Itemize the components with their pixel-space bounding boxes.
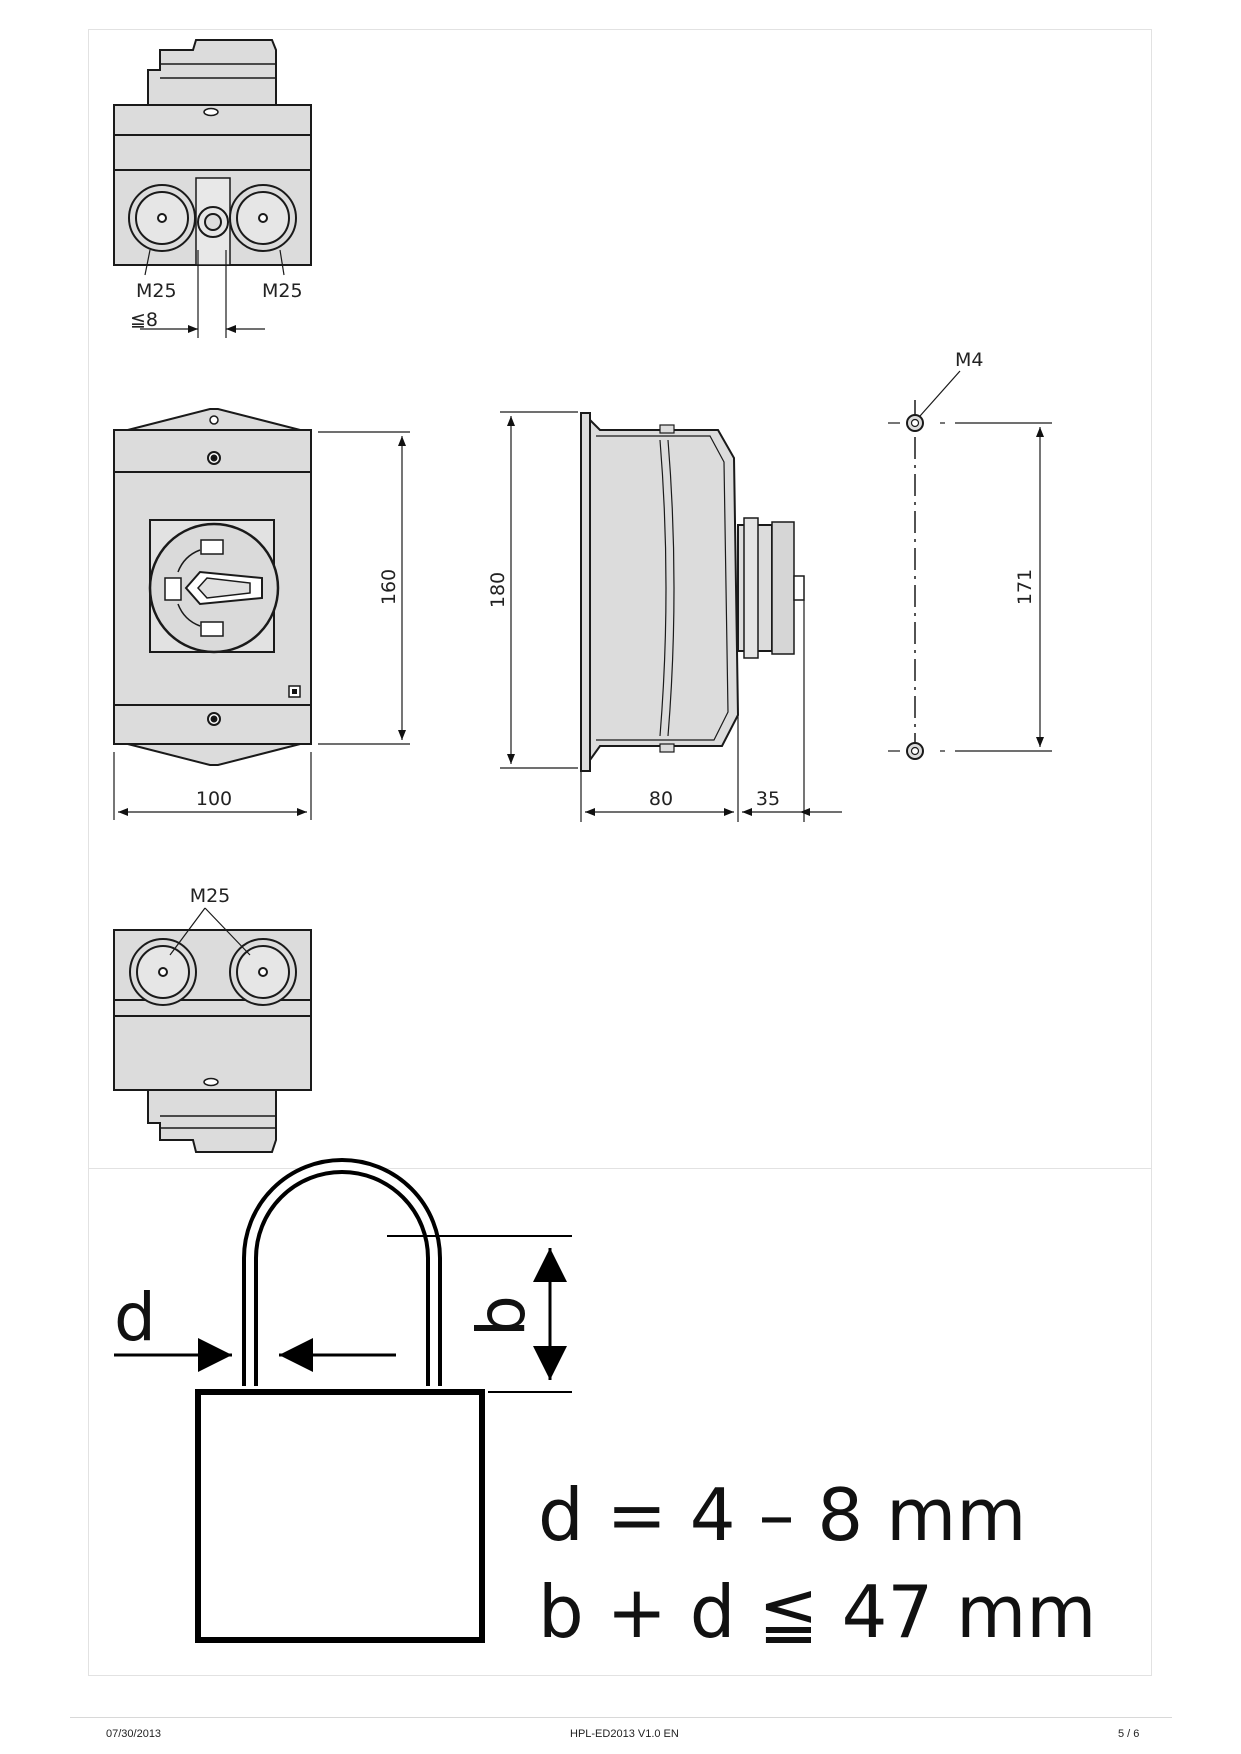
front-height-label: 160 — [378, 569, 400, 605]
padlock-b-label: b — [463, 1295, 540, 1337]
padlock-d-label: d — [114, 1279, 156, 1356]
mounting-pattern — [888, 370, 1052, 760]
footer-document-id: HPL-ED2013 V1.0 EN — [570, 1728, 679, 1740]
front-width-label: 100 — [196, 788, 232, 810]
side-height-label: 180 — [487, 572, 509, 608]
formula-d: d = 4 – 8 mm — [538, 1473, 1026, 1557]
top-gland-right-label: M25 — [262, 280, 303, 302]
formula-b-plus-d: b + d ≦ 47 mm — [538, 1570, 1096, 1654]
footer-page-number: 5 / 6 — [1118, 1728, 1140, 1740]
front-view-dimension-lines — [113, 431, 410, 820]
side-depth-label: 80 — [649, 788, 673, 810]
gland-left — [128, 184, 196, 252]
footer-divider — [70, 1717, 1172, 1718]
top-gland-left-label: M25 — [136, 280, 177, 302]
mounting-spacing-label: 171 — [1014, 569, 1036, 605]
bottom-view-leaders — [169, 907, 251, 956]
bottom-gland-right — [229, 938, 297, 1006]
bottom-gland-left — [129, 938, 197, 1006]
top-view — [113, 39, 312, 266]
bottom-view — [113, 929, 312, 1153]
gap-label: ≦8 — [130, 309, 158, 331]
padlock-drawing — [114, 1158, 572, 1643]
footer-date: 07/30/2013 — [106, 1728, 162, 1740]
side-shaft-label: 35 — [756, 788, 780, 810]
front-view — [113, 408, 312, 766]
side-view-dimension-lines — [500, 411, 842, 822]
mounting-screw-label: M4 — [955, 349, 983, 371]
side-view — [580, 412, 805, 772]
top-view-dimension-lines — [140, 249, 285, 338]
rotary-handle — [148, 522, 280, 654]
gland-right — [229, 184, 297, 252]
bottom-gland-label: M25 — [190, 885, 231, 907]
drawing-panel-padlock — [88, 1169, 1152, 1676]
drawing-panel-dimensions — [88, 29, 1152, 1169]
